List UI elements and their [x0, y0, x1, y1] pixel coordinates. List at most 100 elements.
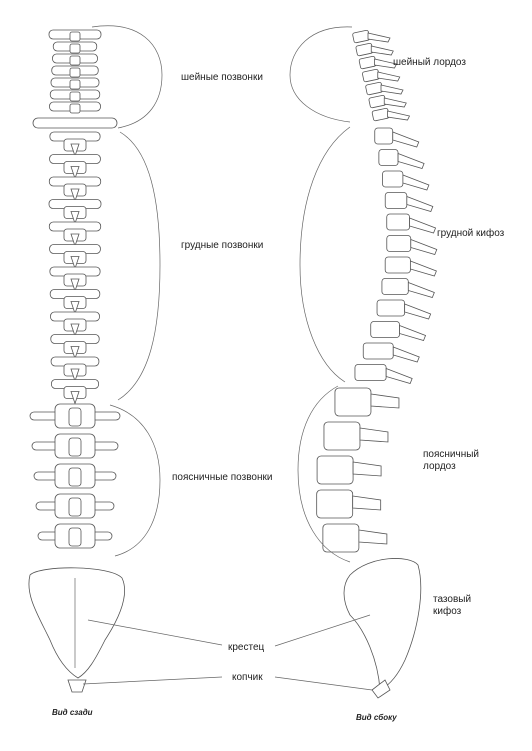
coccyx-side: [371, 679, 391, 699]
sacral-kyphosis-label-line1: тазовый: [433, 594, 471, 605]
lumbar-lordosis-label-line1: поясничный: [423, 449, 479, 460]
cervical-spinous-side: [370, 45, 394, 56]
thoracic-spinous-side: [409, 260, 437, 277]
thoracic-vertebrae-label: грудные позвонки: [181, 240, 263, 251]
sacrum-back: [28, 567, 125, 679]
cervical-spinous-side: [367, 32, 391, 43]
sacral-kyphosis-label-line2: кифоз: [433, 605, 462, 617]
lumbar-vertebra-side: [316, 455, 354, 485]
lumbar-bracket: [109, 404, 161, 557]
spine-side-view: [316, 29, 438, 699]
thoracic-vertebra-side: [381, 278, 409, 295]
thoracic-spinous-side: [409, 217, 437, 234]
lumbar-spinous-process: [68, 467, 82, 487]
thoracic-spinous-process: [70, 256, 80, 270]
thoracic-spinous-side: [399, 324, 427, 341]
cervical-spinous-side: [377, 71, 401, 82]
coccyx-back: [67, 679, 87, 693]
sacrum-leader-right: [274, 614, 371, 647]
cervical-spinous-side: [383, 97, 407, 108]
thoracic-spinous-process: [70, 233, 80, 248]
coccyx-label: копчик: [232, 672, 263, 683]
thoracic-vertebra-side: [386, 213, 410, 231]
thoracic-spinous-side: [392, 131, 420, 148]
thoracic-spinous-process: [70, 278, 80, 293]
cervical-spinous-side: [380, 84, 404, 95]
thoracic-vertebra-side: [386, 235, 412, 252]
thoracic-vertebra-side: [384, 192, 408, 209]
sacrum-label: крестец: [228, 642, 265, 653]
lumbar-spinous-process: [68, 497, 82, 517]
thoracic-spinous-process: [70, 211, 80, 225]
thoracic-spinous-side: [397, 152, 425, 169]
cervical-vertebra-side: [355, 42, 374, 57]
cervical-lordosis-label: шейный лордоз: [393, 57, 466, 68]
thoracic-spinous-side: [406, 195, 434, 212]
thoracic-bracket: [117, 131, 161, 401]
lumbar-spinous-process: [68, 527, 82, 547]
thoracic-spinous-side: [404, 303, 432, 320]
thoracic-spinous-side: [402, 174, 430, 191]
thoracic-vertebra-side: [376, 299, 406, 317]
side-view-caption: Вид сбоку: [356, 713, 397, 722]
lumbar-spinous-process: [68, 407, 82, 427]
thoracic-vertebra-side: [378, 149, 399, 166]
thoracic-spinous-process: [70, 301, 80, 315]
thoracic-spinous-process: [70, 143, 80, 158]
cervical-spinous-process: [69, 91, 81, 102]
cervical-spinous-process: [69, 43, 81, 54]
thoracic-vertebra-side: [382, 170, 404, 188]
thoracic-spinous-process: [70, 323, 80, 338]
thoracic-vertebra-side: [362, 342, 394, 360]
thoracic-spinous-process: [70, 188, 80, 203]
coccyx-leader-left: [82, 676, 223, 685]
lumbar-vertebra-side: [323, 421, 361, 451]
thoracic-spinous-side: [385, 367, 413, 384]
thoracic-kyphosis-bracket: [299, 126, 351, 383]
lumbar-spinous-side: [359, 427, 389, 443]
cervical-spinous-process: [69, 55, 81, 66]
thoracic-vertebra-side: [354, 364, 387, 381]
thoracic-spinous-side: [392, 346, 420, 363]
thoracic-spinous-process: [70, 391, 80, 405]
back-view-caption: Вид сзади: [52, 708, 93, 717]
lumbar-vertebra-side: [322, 523, 360, 553]
cervical-lordosis-bracket: [289, 26, 353, 123]
coccyx-leader-right: [274, 676, 373, 691]
cervical-vertebra-side: [368, 94, 387, 109]
cervical-vertebra-side: [371, 107, 390, 122]
cervical-vertebra-side: [362, 68, 380, 83]
thoracic-kyphosis-label: грудной кифоз: [437, 227, 505, 239]
thoracic-spinous-process: [70, 166, 80, 180]
cervical-spinous-process: [69, 103, 81, 114]
sacrum-leader-left: [87, 619, 223, 646]
thoracic-spinous-side: [410, 238, 438, 255]
lumbar-vertebra-side: [334, 387, 372, 417]
lumbar-lordosis-label-line2: лордоз: [423, 461, 456, 472]
lumbar-vertebra-side: [316, 489, 354, 519]
c7-transverse-process: [32, 117, 118, 129]
lumbar-spinous-side: [352, 495, 382, 511]
cervical-vertebra-side: [358, 55, 377, 70]
cervical-spinous-side: [387, 110, 411, 121]
lumbar-lordosis-bracket: [297, 385, 351, 563]
cervical-spinous-process: [69, 67, 81, 78]
thoracic-vertebra-side: [370, 321, 400, 338]
cervical-bracket: [91, 25, 163, 129]
cervical-spinous-process: [69, 31, 81, 42]
lumbar-spinous-side: [358, 529, 388, 545]
cervical-spinous-side: [374, 58, 398, 69]
lumbar-spinous-process: [68, 437, 82, 457]
cervical-vertebra-side: [365, 81, 384, 96]
sacrum-side: [343, 558, 422, 691]
spine-back-view: [28, 29, 125, 693]
cervical-vertebra-side: [352, 29, 371, 44]
thoracic-vertebra-side: [374, 127, 394, 145]
thoracic-spinous-side: [407, 281, 435, 298]
thoracic-vertebra-side: [384, 256, 411, 274]
cervical-vertebrae-label: шейные позвонки: [181, 72, 263, 83]
lumbar-spinous-side: [352, 461, 382, 477]
thoracic-spinous-process: [70, 346, 80, 360]
lumbar-spinous-side: [370, 393, 400, 409]
